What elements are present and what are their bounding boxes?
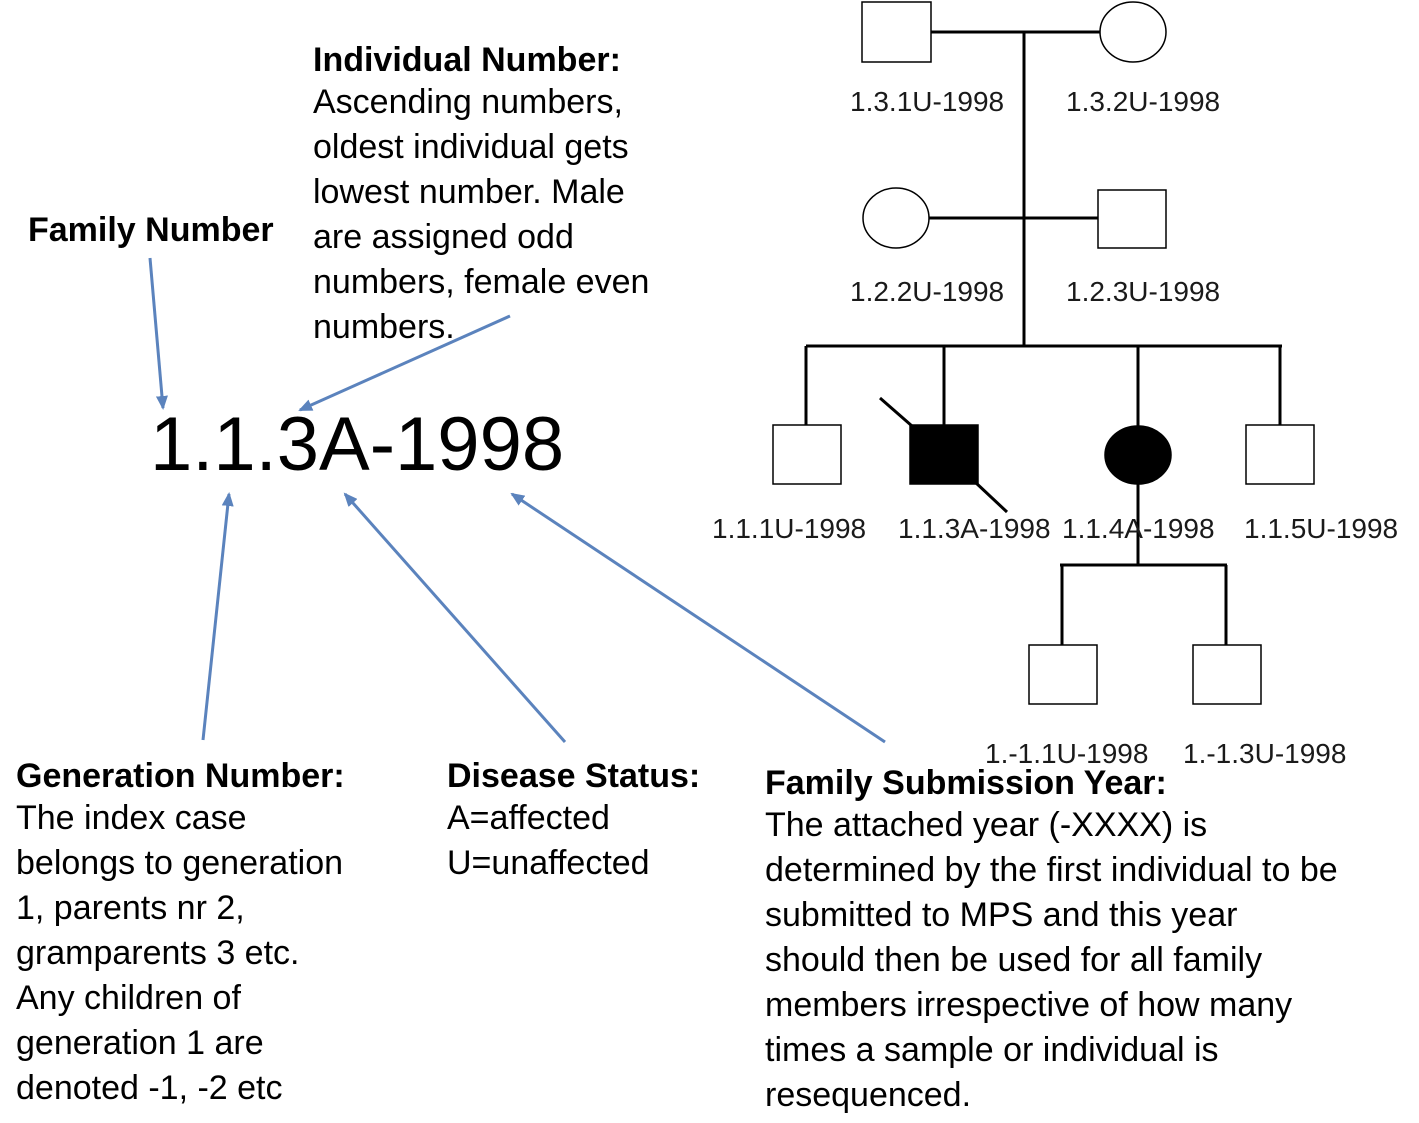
- individual-number-annotation: Individual Number: Ascending numbers, ol…: [313, 40, 649, 350]
- generation-number-line: gramparents 3 etc.: [16, 934, 300, 972]
- disease-status-heading: Disease Status:: [447, 757, 701, 795]
- disease-status-arrow: [343, 492, 567, 743]
- female-symbol: [862, 187, 930, 249]
- example-id: 1.1.3A-1998: [150, 402, 565, 487]
- male-symbol: [1192, 644, 1262, 705]
- affected-female-symbol: [1104, 425, 1172, 485]
- generation-number-heading: Generation Number:: [16, 757, 345, 795]
- submission-year-annotation: Family Submission Year: The attached yea…: [765, 763, 1338, 1118]
- female-symbol: [1099, 1, 1167, 63]
- male-symbol: [772, 424, 842, 485]
- pedigree-label: 1.1.5U-1998: [1244, 513, 1398, 544]
- pedigree-label: 1.-1.3U-1998: [1183, 738, 1346, 769]
- generation-number-line: Any children of: [16, 979, 241, 1017]
- annotation-arrows: [148, 257, 886, 744]
- proband-arrow-lower: [973, 480, 1009, 514]
- individual-number-line: numbers.: [313, 308, 455, 346]
- submission-year-line: submitted to MPS and this year: [765, 896, 1238, 934]
- pedigree-label: 1.2.3U-1998: [1066, 276, 1220, 307]
- pedigree-label: 1.1.3A-1998: [898, 513, 1051, 544]
- pedigree-label: 1.3.1U-1998: [850, 86, 1004, 117]
- submission-year-line: resequenced.: [765, 1076, 972, 1114]
- individual-number-line: are assigned odd: [313, 218, 574, 256]
- generation-number-line: generation 1 are: [16, 1024, 264, 1062]
- male-symbol: [1245, 424, 1315, 485]
- submission-year-arrow: [510, 492, 886, 744]
- individual-number-heading: Individual Number:: [313, 41, 621, 79]
- generation-number-line: 1, parents nr 2,: [16, 889, 245, 927]
- generation-number-line: The index case: [16, 799, 247, 837]
- submission-year-line: should then be used for all family: [765, 941, 1263, 979]
- individual-number-line: lowest number. Male: [313, 173, 625, 211]
- submission-year-line: members irrespective of how many: [765, 986, 1293, 1024]
- family-number-heading: Family Number: [28, 211, 274, 249]
- generation-number-line: denoted -1, -2 etc: [16, 1069, 283, 1107]
- individual-number-line: oldest individual gets: [313, 128, 629, 166]
- pedigree-label: 1.2.2U-1998: [850, 276, 1004, 307]
- male-symbol: [861, 1, 932, 63]
- submission-year-line: The attached year (-XXXX) is: [765, 806, 1208, 844]
- individual-number-line: Ascending numbers,: [313, 83, 623, 121]
- pedigree-label: 1.1.4A-1998: [1062, 513, 1215, 544]
- individual-number-arrow: [298, 314, 511, 412]
- pedigree-label: 1.-1.1U-1998: [985, 738, 1148, 769]
- pedigree-labels: 1.3.1U-1998 1.3.2U-1998 1.2.2U-1998 1.2.…: [712, 86, 1398, 769]
- generation-number-line: belongs to generation: [16, 844, 344, 882]
- submission-year-line: determined by the first individual to be: [765, 851, 1338, 889]
- generation-number-arrow: [201, 492, 234, 741]
- disease-status-line: A=affected: [447, 799, 610, 837]
- pedigree-lines: [804, 30, 1282, 645]
- disease-status-annotation: Disease Status: A=affected U=unaffected: [447, 756, 700, 886]
- family-number-arrow: [148, 257, 168, 410]
- individual-number-line: numbers, female even: [313, 263, 650, 301]
- proband-arrow-upper: [879, 396, 913, 428]
- generation-number-annotation: Generation Number: The index case belong…: [16, 756, 345, 1111]
- submission-year-line: times a sample or individual is: [765, 1031, 1219, 1069]
- male-symbol: [1028, 644, 1098, 705]
- male-symbol: [1097, 189, 1167, 249]
- disease-status-line: U=unaffected: [447, 844, 650, 882]
- pedigree-individuals: [772, 1, 1315, 705]
- affected-male-symbol: [909, 424, 979, 485]
- submission-year-heading: Family Submission Year:: [765, 764, 1167, 802]
- pedigree-label: 1.3.2U-1998: [1066, 86, 1220, 117]
- pedigree-label: 1.1.1U-1998: [712, 513, 866, 544]
